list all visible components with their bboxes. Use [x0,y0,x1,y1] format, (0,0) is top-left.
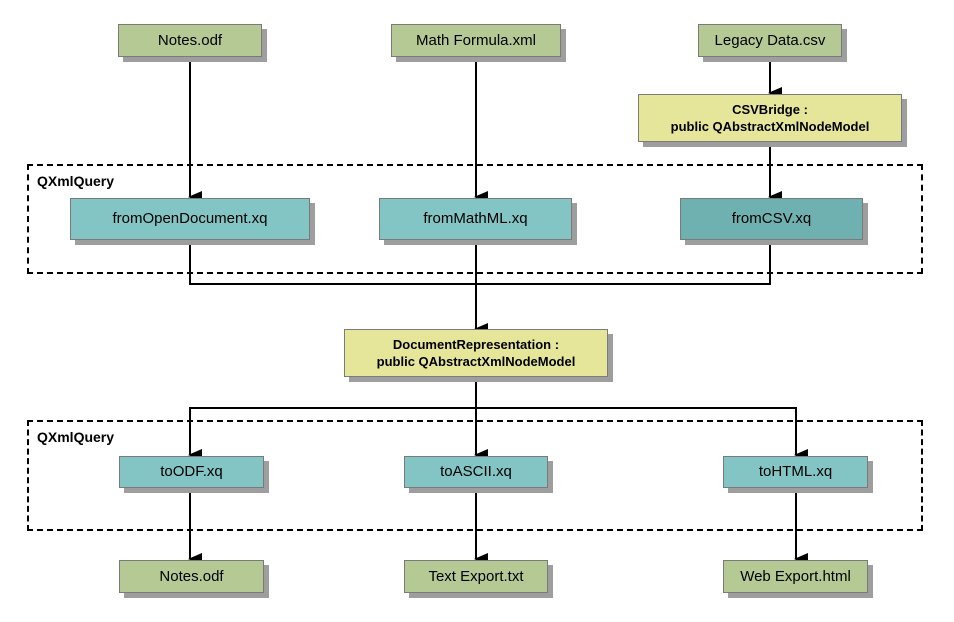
query-tohtml: toHTML.xq [723,456,868,488]
query-fromcsv: fromCSV.xq [680,198,863,240]
query-toodf-label: toODF.xq [160,463,223,480]
output-web-export-html: Web Export.html [723,560,868,593]
documentrepresentation-title: DocumentRepresentation : [392,337,560,352]
source-notes-odf: Notes.odf [118,24,262,57]
query-toodf: toODF.xq [119,456,264,488]
csvbridge-title: CSVBridge : [732,102,808,117]
split-line [189,407,808,461]
query-fromopendocument-label: fromOpenDocument.xq [112,210,268,227]
source-legacy-data-csv: Legacy Data.csv [698,24,842,57]
query-frommathml: fromMathML.xq [379,198,572,240]
query-tohtml-label: toHTML.xq [758,463,833,480]
output-notes-odf: Notes.odf [119,560,264,593]
source-math-formula-label: Math Formula.xml [415,31,537,49]
csvbridge-base-class: public QAbstractXmlNodeModel [670,119,870,134]
query-fromopendocument: fromOpenDocument.xq [70,198,310,240]
documentrepresentation-model: DocumentRepresentation : public QAbstrac… [344,329,608,377]
source-math-formula-xml: Math Formula.xml [391,24,561,57]
csvbridge-model: CSVBridge : public QAbstractXmlNodeModel [638,94,902,142]
output-web-export-label: Web Export.html [740,567,851,585]
query-fromcsv-label: fromCSV.xq [731,210,812,227]
source-legacy-data-label: Legacy Data.csv [714,31,826,49]
output-text-export-txt: Text Export.txt [404,560,548,593]
input-query-group-label: QXmlQuery [37,173,115,189]
source-notes-odf-label: Notes.odf [157,31,223,49]
documentrepresentation-base-class: public QAbstractXmlNodeModel [376,354,576,369]
output-text-export-label: Text Export.txt [428,567,524,585]
output-notes-odf-label: Notes.odf [159,567,224,585]
query-frommathml-label: fromMathML.xq [423,210,528,227]
output-query-group-label: QXmlQuery [37,429,115,445]
query-toascii: toASCII.xq [404,456,548,488]
merge-line [189,240,771,285]
query-toascii-label: toASCII.xq [440,463,512,480]
